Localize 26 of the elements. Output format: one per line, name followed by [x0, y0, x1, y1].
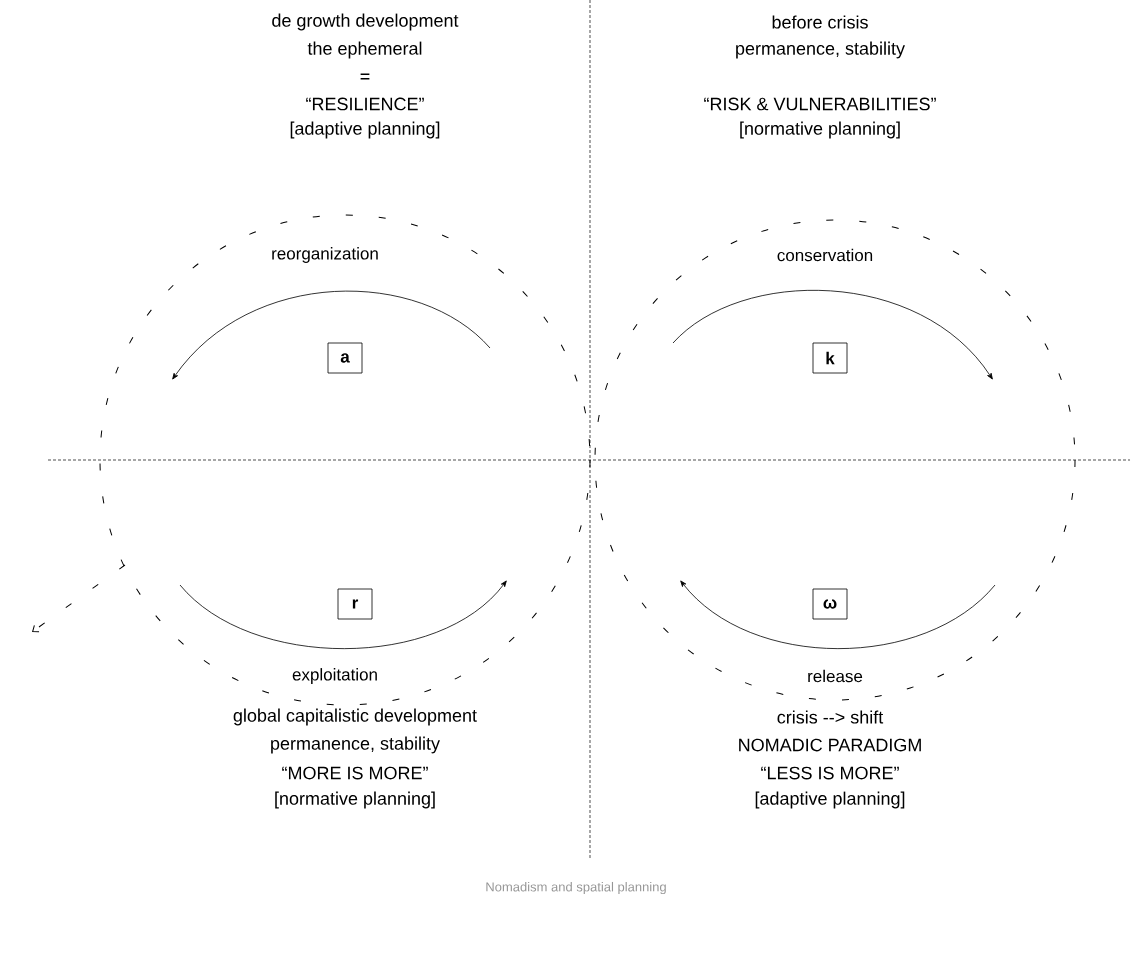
caption: Nomadism and spatial planning: [486, 881, 666, 895]
quadrant-text: “RISK & VULNERABILITIES”: [704, 97, 936, 111]
quadrant-text: NOMADIC PARADIGM: [739, 738, 921, 752]
arc-label: exploitation: [292, 668, 377, 684]
quadrant-text: [normative planning]: [740, 121, 900, 139]
letter-box: r: [337, 588, 373, 620]
letter-box: k: [812, 342, 848, 374]
quadrant-text: before crisis: [772, 15, 868, 29]
arc-label: reorganization: [272, 247, 378, 263]
quadrant-text: the ephemeral: [307, 41, 422, 59]
quadrant-text: “RESILIENCE”: [306, 97, 424, 111]
quadrant-text: [adaptive planning]: [755, 791, 905, 809]
letter-box: a: [327, 342, 363, 374]
quadrant-text: permanence, stability: [271, 736, 440, 754]
quadrant-text: “MORE IS MORE”: [282, 766, 428, 780]
letter-box: ω: [812, 588, 848, 620]
arc-label: conservation: [777, 248, 873, 262]
quadrant-text: [adaptive planning]: [290, 121, 440, 139]
quadrant-text: crisis --> shift: [777, 710, 884, 724]
quadrant-text: “LESS IS MORE”: [761, 766, 899, 780]
arc-label: release: [808, 669, 863, 683]
quadrant-text: global capitalistic development: [233, 708, 477, 726]
quadrant-text: [normative planning]: [275, 791, 435, 809]
quadrant-text: permanence, stability: [736, 41, 905, 59]
quadrant-text: de growth development: [272, 13, 459, 31]
quadrant-text: =: [360, 73, 370, 80]
